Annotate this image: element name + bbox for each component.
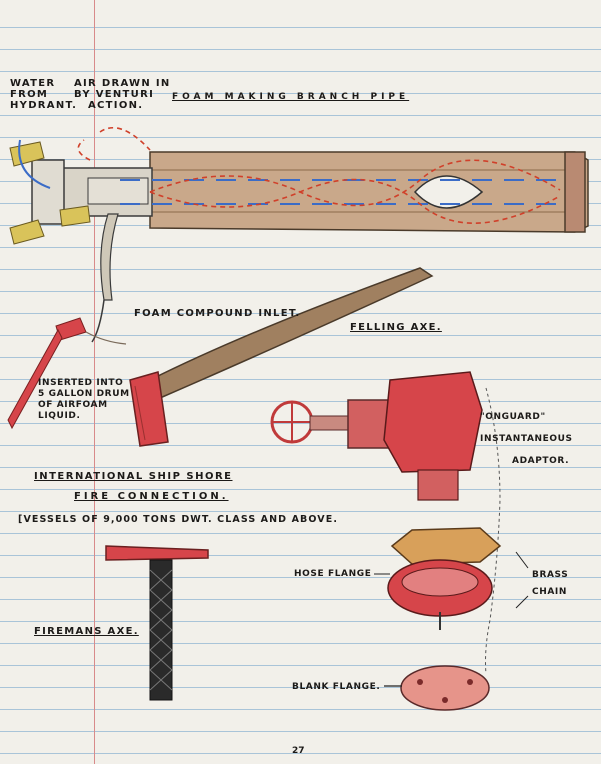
ship-shore-heading-line1: INTERNATIONAL SHIP SHORE xyxy=(34,471,233,482)
hose-flange-drawing xyxy=(387,527,502,630)
brass-chain-label-line2: CHAIN xyxy=(532,587,567,597)
foam-inlet-label: FOAM COMPOUND INLET. xyxy=(134,308,301,319)
inserted-label-line4: LIQUID. xyxy=(38,411,81,421)
adaptor-drawing xyxy=(270,371,483,501)
brass-chain-drawing xyxy=(485,387,501,675)
air-label-line1: AIR DRAWN IN xyxy=(74,78,171,89)
water-label-line1: WATER xyxy=(10,78,56,89)
hose-flange-label: HOSE FLANGE xyxy=(294,569,372,579)
water-label-line3: HYDRANT. xyxy=(10,100,78,111)
branch-pipe-drawing xyxy=(7,127,589,430)
pointer-arrows xyxy=(374,551,529,609)
inserted-label-line2: 5 GALLON DRUM xyxy=(38,389,130,399)
firemans-axe-heading: FIREMANS AXE. xyxy=(34,626,139,637)
air-label-line3: ACTION. xyxy=(88,100,144,111)
brass-chain-label-line1: BRASS xyxy=(532,570,569,580)
inserted-label-line1: INSERTED INTO xyxy=(38,378,124,388)
adaptor-label-line1: "ONGUARD" xyxy=(480,412,546,422)
blank-flange-drawing xyxy=(384,665,490,711)
felling-axe-drawing xyxy=(129,267,434,447)
inserted-label-line3: OF AIRFOAM xyxy=(38,400,108,410)
water-label-line2: FROM xyxy=(10,89,49,100)
class-note: [VESSELS OF 9,000 TONS DWT. CLASS AND AB… xyxy=(18,514,339,525)
adaptor-label-line2: INSTANTANEOUS xyxy=(480,434,573,444)
firemans-axe-drawing xyxy=(105,545,209,701)
ship-shore-heading-line2: FIRE CONNECTION. xyxy=(74,491,229,502)
branch-pipe-heading: FOAM MAKING BRANCH PIPE xyxy=(172,92,410,102)
blank-flange-label: BLANK FLANGE. xyxy=(292,682,381,692)
page-number: 27 xyxy=(292,746,305,756)
adaptor-label-line3: ADAPTOR. xyxy=(512,456,570,466)
felling-axe-heading: FELLING AXE. xyxy=(350,322,442,333)
margin-line xyxy=(94,0,95,764)
air-label-line2: BY VENTURI xyxy=(74,89,155,100)
